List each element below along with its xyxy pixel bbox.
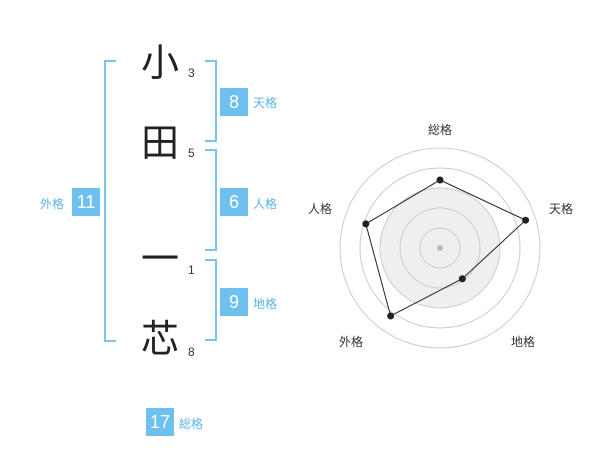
radar-axis-label-gaikaku: 外格 <box>339 335 364 349</box>
radar-ring <box>339 147 541 349</box>
stroke-count-1: 3 <box>188 66 195 80</box>
radar-series-line <box>365 179 527 317</box>
radar-point-5 <box>362 220 370 228</box>
radar-point-3 <box>458 275 466 283</box>
stroke-count-4: 8 <box>188 345 195 359</box>
radar-ring <box>419 227 461 269</box>
gaikaku-bracket <box>104 60 116 342</box>
jinkaku-label: 人格 <box>253 197 278 211</box>
stroke-count-2: 5 <box>188 146 195 160</box>
radar-ring <box>379 187 501 309</box>
gaikaku-value-badge: 11 <box>72 188 100 216</box>
radar-point-2 <box>522 216 530 224</box>
radar-axis-label-soukaku: 総格 <box>428 123 453 137</box>
name-char-1: 小 <box>141 41 180 85</box>
tenkaku-value-badge: 8 <box>220 88 248 116</box>
jinkaku-value-badge: 6 <box>220 188 248 216</box>
radar-ring <box>399 207 481 289</box>
soukaku-value-badge: 17 <box>146 408 174 436</box>
radar-point-1 <box>436 176 444 184</box>
radar-center <box>437 245 443 251</box>
tenkaku-label: 天格 <box>253 96 278 110</box>
soukaku-label: 総格 <box>179 417 204 431</box>
radar-axis-label-tenkaku: 天格 <box>549 202 574 216</box>
radar-ring <box>359 167 521 329</box>
chikaku-bracket <box>205 259 217 341</box>
radar-axis-label-chikaku: 地格 <box>511 335 536 349</box>
chikaku-label: 地格 <box>253 297 278 311</box>
name-char-4: 芯 <box>141 317 180 361</box>
chikaku-value-badge: 9 <box>220 288 248 316</box>
name-char-2: 田 <box>141 121 180 165</box>
gaikaku-label: 外格 <box>40 197 65 211</box>
stroke-count-3: 1 <box>188 263 195 277</box>
radar-axis-label-jinkaku: 人格 <box>308 202 333 216</box>
name-char-3: 一 <box>141 237 180 281</box>
tenkaku-bracket <box>205 60 217 142</box>
jinkaku-bracket <box>205 149 217 251</box>
radar-point-4 <box>387 312 395 320</box>
